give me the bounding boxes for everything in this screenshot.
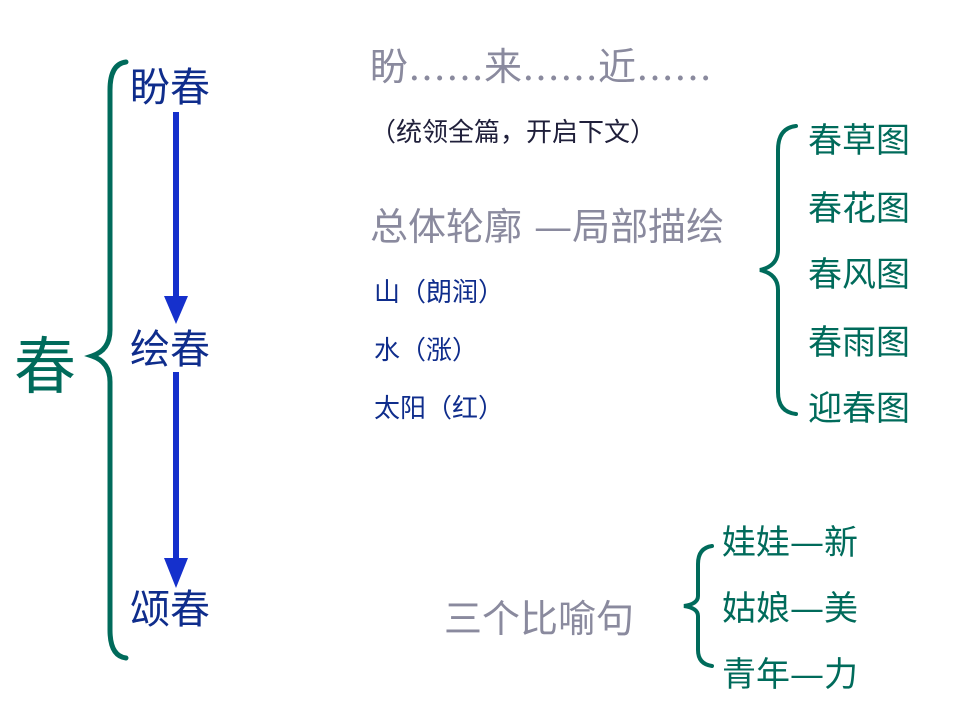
main-brace <box>84 59 129 661</box>
pictures-brace <box>759 124 798 416</box>
arrowhead-1 <box>164 296 188 324</box>
picture-item: 迎春图 <box>808 389 910 429</box>
simile-item: 娃娃—新 <box>722 523 858 563</box>
similes-label: 三个比喻句 <box>444 597 635 641</box>
picture-item: 春雨图 <box>808 323 910 363</box>
middle-item-mountain: 山（朗润） <box>374 278 505 308</box>
intro-line: 盼……来……近…… <box>370 45 713 89</box>
picture-item: 春草图 <box>808 121 910 161</box>
similes-brace <box>683 544 714 668</box>
stage-huichun: 绘春 <box>130 327 210 373</box>
arrowhead-2 <box>164 558 188 588</box>
middle-item-sun: 太阳（红） <box>374 394 505 424</box>
picture-item: 春风图 <box>808 255 910 295</box>
stage-panchun: 盼春 <box>130 65 210 111</box>
middle-item-water: 水（涨） <box>374 336 479 366</box>
stage-songchun: 颂春 <box>130 587 210 633</box>
title-char-chun: 春 <box>14 330 77 403</box>
middle-heading: 总体轮廓 —局部描绘 <box>370 205 725 249</box>
intro-note: （统领全篇，开启下文） <box>370 118 657 148</box>
simile-item: 青年—力 <box>722 655 858 695</box>
simile-item: 姑娘—美 <box>722 589 858 629</box>
picture-item: 春花图 <box>808 189 910 229</box>
